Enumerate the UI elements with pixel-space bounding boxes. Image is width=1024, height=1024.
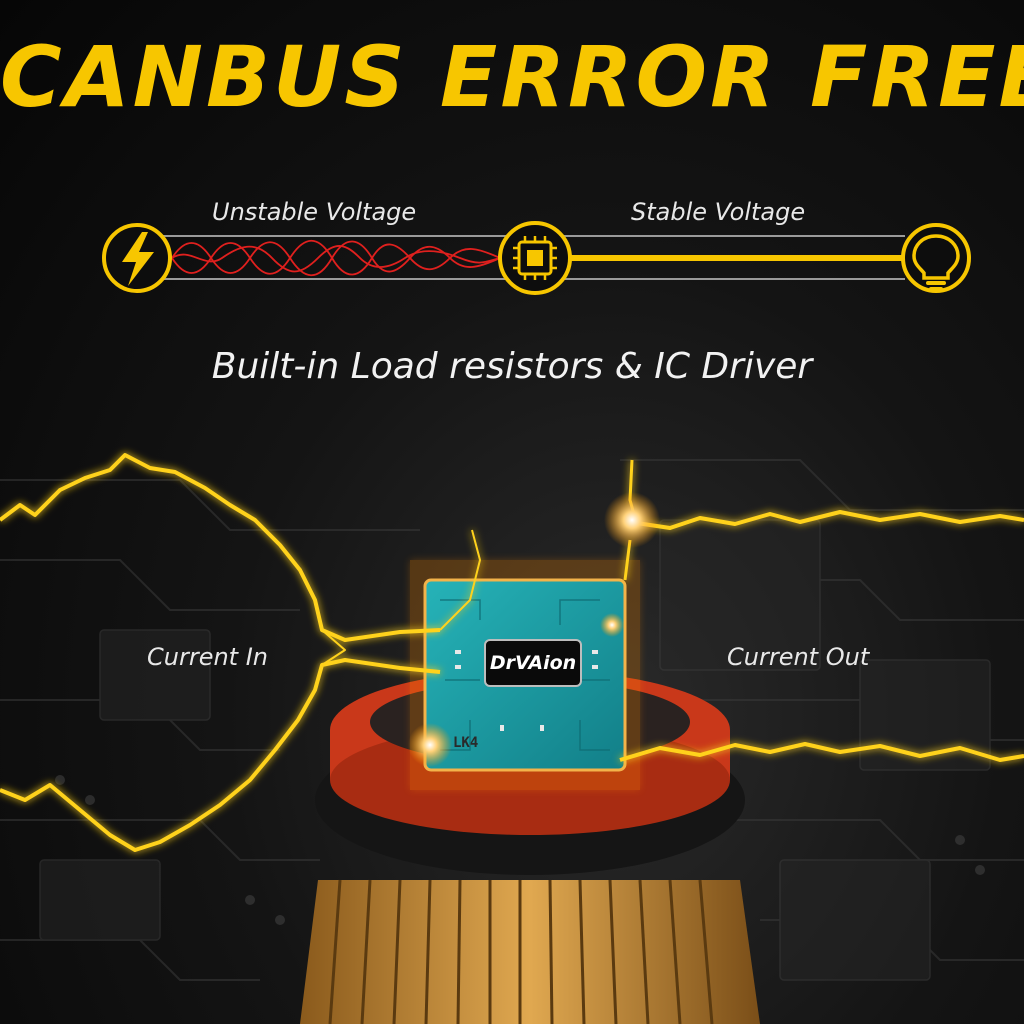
heat-sink	[300, 879, 760, 1024]
current-in-label: Current In	[147, 643, 269, 671]
unstable-voltage-label: Unstable Voltage	[212, 198, 417, 226]
page-title: CANBUS ERROR FREE	[0, 28, 1024, 126]
chip-brand-logo: DrVAion	[489, 652, 577, 674]
led-bulb-illustration	[0, 453, 1024, 1024]
chip-marking: LK4	[453, 735, 479, 751]
stable-voltage-label: Stable Voltage	[631, 198, 806, 226]
ic-driver-chip	[423, 578, 627, 772]
current-in-lightning	[0, 453, 481, 852]
current-out-label: Current Out	[727, 643, 870, 671]
voltage-diagram	[102, 221, 971, 295]
lightning-bolt-icon	[102, 223, 172, 293]
light-bulb-icon	[901, 223, 971, 293]
circuit-board-background	[0, 459, 1024, 981]
chip-icon	[498, 221, 572, 295]
subtitle: Built-in Load resistors & IC Driver	[211, 346, 813, 387]
unstable-voltage-wave	[171, 239, 501, 277]
